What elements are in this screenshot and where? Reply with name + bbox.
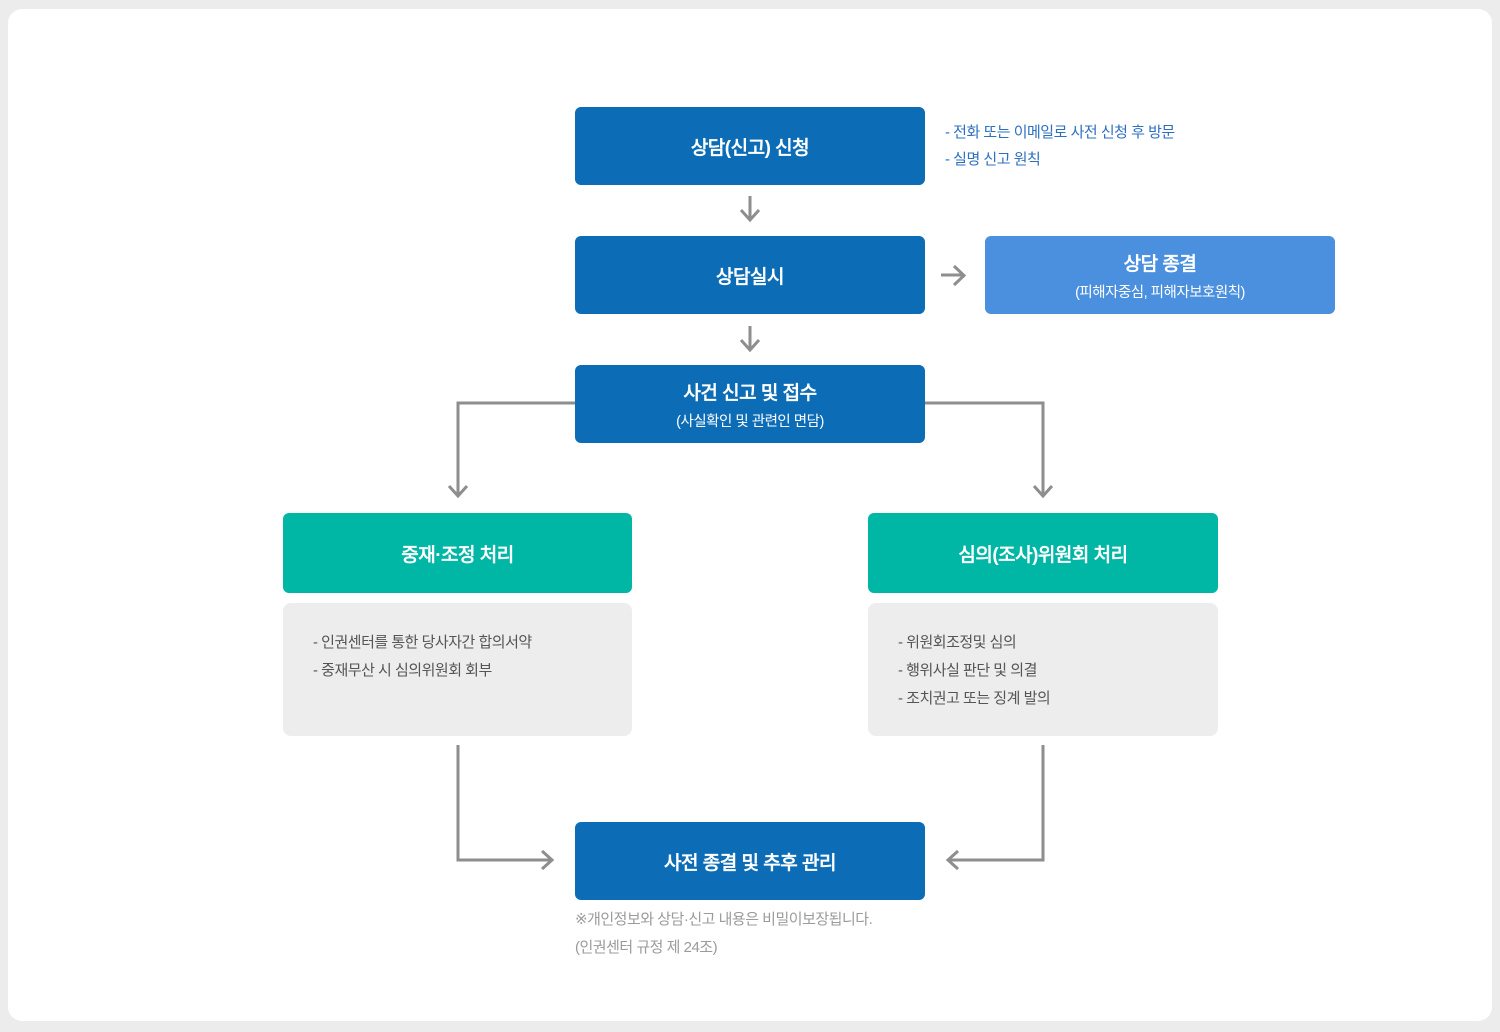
box-case-closure-title: 사전 종결 및 추후 관리 <box>664 852 836 874</box>
detail-line: - 조치권고 또는 징계 발의 <box>898 690 1051 707</box>
box-mediation-title: 중재·조정 처리 <box>401 544 514 566</box>
box-committee: 심의(조사)위원회 처리 <box>868 513 1218 593</box>
detail-line: - 행위사실 판단 및 의결 <box>898 662 1037 679</box>
detail-line: - 인권센터를 통한 당사자간 합의서약 <box>313 634 532 651</box>
privacy-footnote: ※개인정보와 상담·신고 내용은 비밀이보장됩니다. (인권센터 규정 제 24… <box>575 906 873 962</box>
box-committee-title: 심의(조사)위원회 처리 <box>958 544 1128 566</box>
committee-details-panel: - 위원회조정및 심의 - 행위사실 판단 및 의결 - 조치권고 또는 징계 … <box>868 603 1218 736</box>
note-line: - 실명 신고 원칙 <box>945 151 1041 168</box>
box-consultation-title: 상담실시 <box>716 266 784 288</box>
footnote-line: ※개인정보와 상담·신고 내용은 비밀이보장됩니다. <box>575 911 873 928</box>
box-consult-closure-title: 상담 종결 <box>1123 253 1197 275</box>
box-consultation: 상담실시 <box>575 236 925 314</box>
box-consult-application-title: 상담(신고) 신청 <box>690 137 810 159</box>
box-case-closure: 사전 종결 및 추후 관리 <box>575 822 925 900</box>
box-mediation: 중재·조정 처리 <box>283 513 632 593</box>
box-case-report-subtitle: (사실확인 및 관련인 면담) <box>676 413 824 430</box>
box-consult-closure-subtitle: (피해자중심, 피해자보호원칙) <box>1075 284 1245 301</box>
box-case-report-title: 사건 신고 및 접수 <box>683 382 817 404</box>
box-consult-closure: 상담 종결 (피해자중심, 피해자보호원칙) <box>985 236 1335 314</box>
footnote-line: (인권센터 규정 제 24조) <box>575 939 718 956</box>
consult-application-notes: - 전화 또는 이메일로 사전 신청 후 방문 - 실명 신고 원칙 <box>945 119 1175 173</box>
box-case-report: 사건 신고 및 접수 (사실확인 및 관련인 면담) <box>575 365 925 443</box>
note-line: - 전화 또는 이메일로 사전 신청 후 방문 <box>945 124 1175 141</box>
detail-line: - 중재무산 시 심의위원회 회부 <box>313 662 492 679</box>
detail-line: - 위원회조정및 심의 <box>898 634 1017 651</box>
mediation-details-panel: - 인권센터를 통한 당사자간 합의서약 - 중재무산 시 심의위원회 회부 <box>283 603 632 736</box>
box-consult-application: 상담(신고) 신청 <box>575 107 925 185</box>
